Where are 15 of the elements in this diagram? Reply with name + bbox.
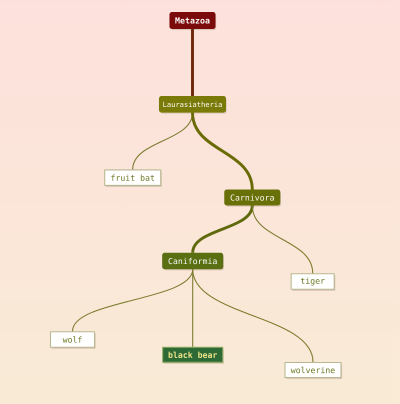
branch-line [252, 205, 314, 274]
branch-line [72, 269, 194, 332]
branch-line [192, 269, 194, 347]
branch-line [191, 112, 254, 190]
branch-line [192, 269, 314, 362]
leaf-box: fruit bat [104, 169, 162, 188]
node-box: Caniformia [162, 252, 224, 270]
leaf-box: black bear [162, 346, 224, 364]
leaf-box: wolverine [284, 362, 342, 380]
branch-line [191, 205, 254, 254]
leaf-box: wolf [50, 331, 96, 349]
leaf-box: tiger [290, 273, 336, 291]
node-box: Carnivora [224, 189, 281, 207]
node-box: Metazoa [169, 12, 216, 30]
branch-line [191, 29, 194, 96]
